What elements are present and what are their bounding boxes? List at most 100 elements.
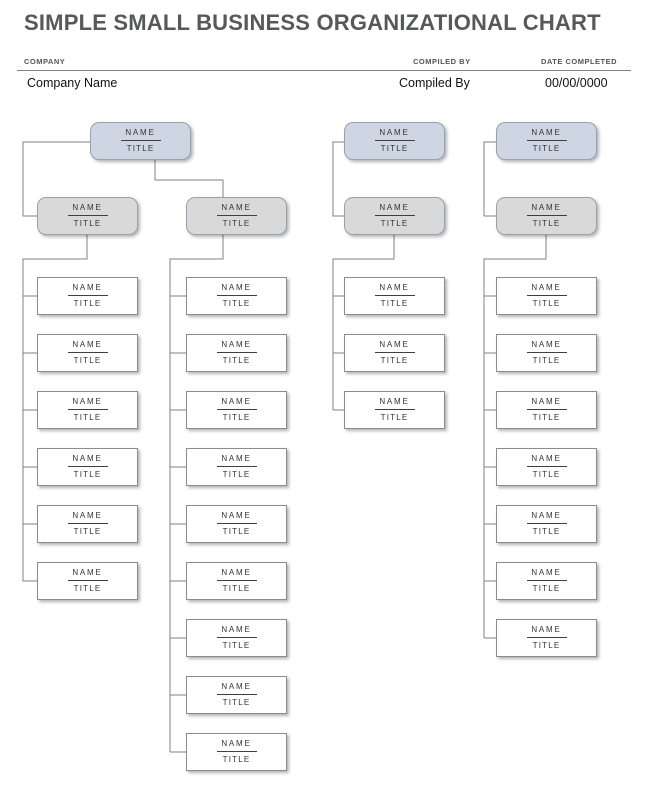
node-divider <box>526 580 567 581</box>
node-name-label: NAME <box>379 128 410 137</box>
node-title-label: TITLE <box>222 413 251 422</box>
node-name-label: NAME <box>221 511 252 520</box>
org-node-staff[interactable]: NAME TITLE <box>496 277 597 315</box>
date-completed-value[interactable]: 00/00/0000 <box>545 76 608 90</box>
date-completed-label: DATE COMPLETED <box>541 57 618 66</box>
node-title-label: TITLE <box>380 413 409 422</box>
org-node-staff[interactable]: NAME TITLE <box>37 448 138 486</box>
header-fields: COMPANY COMPILED BY DATE COMPLETED Compa… <box>0 0 645 100</box>
node-name-label: NAME <box>72 283 103 292</box>
node-divider <box>216 580 257 581</box>
node-name-label: NAME <box>72 568 103 577</box>
org-node-staff[interactable]: NAME TITLE <box>496 334 597 372</box>
org-node-staff[interactable]: NAME TITLE <box>186 391 287 429</box>
node-divider <box>67 295 108 296</box>
node-name-label: NAME <box>221 397 252 406</box>
node-title-label: TITLE <box>73 219 102 228</box>
header-rule <box>17 70 631 71</box>
org-node-staff[interactable]: NAME TITLE <box>344 391 445 429</box>
node-title-label: TITLE <box>532 527 561 536</box>
node-name-label: NAME <box>379 283 410 292</box>
node-divider <box>374 409 415 410</box>
node-name-label: NAME <box>72 340 103 349</box>
node-divider <box>526 523 567 524</box>
node-name-label: NAME <box>72 454 103 463</box>
node-name-label: NAME <box>221 283 252 292</box>
node-name-label: NAME <box>531 625 562 634</box>
node-divider <box>67 523 108 524</box>
node-name-label: NAME <box>379 397 410 406</box>
node-divider <box>526 466 567 467</box>
node-divider <box>67 580 108 581</box>
node-divider <box>526 140 567 141</box>
node-title-label: TITLE <box>532 584 561 593</box>
node-title-label: TITLE <box>73 299 102 308</box>
company-label: COMPANY <box>24 57 66 66</box>
node-divider <box>526 409 567 410</box>
org-node-staff[interactable]: NAME TITLE <box>496 391 597 429</box>
node-name-label: NAME <box>531 203 562 212</box>
org-node-staff[interactable]: NAME TITLE <box>37 505 138 543</box>
node-divider <box>216 215 257 216</box>
org-node-staff[interactable]: NAME TITLE <box>344 277 445 315</box>
node-name-label: NAME <box>531 283 562 292</box>
node-name-label: NAME <box>72 511 103 520</box>
company-value[interactable]: Company Name <box>27 76 118 90</box>
node-name-label: NAME <box>379 340 410 349</box>
node-title-label: TITLE <box>380 299 409 308</box>
node-name-label: NAME <box>531 397 562 406</box>
node-name-label: NAME <box>221 682 252 691</box>
node-title-label: TITLE <box>73 470 102 479</box>
node-divider <box>216 352 257 353</box>
org-node-staff[interactable]: NAME TITLE <box>496 562 597 600</box>
node-divider <box>374 352 415 353</box>
node-name-label: NAME <box>531 568 562 577</box>
org-node-staff[interactable]: NAME TITLE <box>37 277 138 315</box>
node-name-label: NAME <box>72 397 103 406</box>
node-title-label: TITLE <box>126 144 155 153</box>
node-title-label: TITLE <box>532 144 561 153</box>
node-divider <box>216 295 257 296</box>
node-divider <box>526 637 567 638</box>
node-title-label: TITLE <box>222 527 251 536</box>
node-title-label: TITLE <box>380 356 409 365</box>
node-title-label: TITLE <box>73 527 102 536</box>
node-title-label: TITLE <box>532 356 561 365</box>
node-name-label: NAME <box>531 340 562 349</box>
node-divider <box>526 295 567 296</box>
org-node-staff[interactable]: NAME TITLE <box>344 334 445 372</box>
org-node-staff[interactable]: NAME TITLE <box>37 334 138 372</box>
node-name-label: NAME <box>379 203 410 212</box>
node-divider <box>374 140 415 141</box>
node-name-label: NAME <box>221 625 252 634</box>
node-title-label: TITLE <box>222 356 251 365</box>
node-title-label: TITLE <box>73 356 102 365</box>
node-title-label: TITLE <box>532 299 561 308</box>
node-title-label: TITLE <box>222 584 251 593</box>
node-title-label: TITLE <box>532 413 561 422</box>
compiled-by-value[interactable]: Compiled By <box>399 76 470 90</box>
org-node-staff[interactable]: NAME TITLE <box>186 505 287 543</box>
